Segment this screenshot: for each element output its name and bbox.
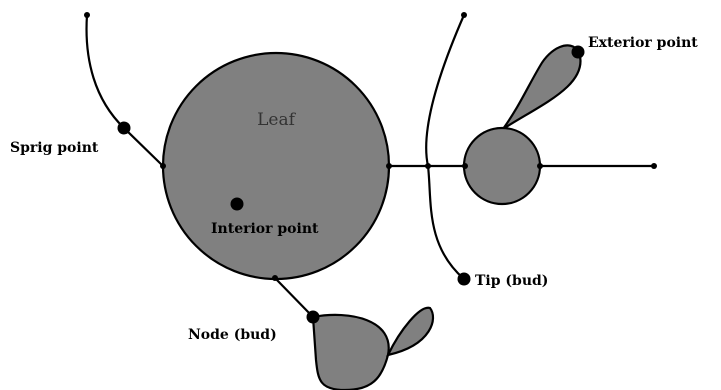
node-bud-marker [306,310,320,324]
dot-sprig-top [84,12,90,18]
dot-right-end [651,163,657,169]
petal-exterior [502,44,582,130]
edge-tip-curve [425,14,466,280]
label-sprig-point: Sprig point [10,140,99,156]
dot-crossing [425,163,431,169]
label-leaf: Leaf [257,110,296,130]
leaf-circle [161,51,391,281]
interior-point-marker [230,197,244,211]
labels: Leaf Sprig point Interior point Exterior… [10,35,698,343]
label-interior-point: Interior point [211,221,319,237]
label-node-bud: Node (bud) [188,327,277,343]
exterior-point-marker [571,45,585,59]
edge-node [274,277,314,318]
tip-bud-marker [457,272,471,286]
sprig-point-marker [117,121,131,135]
dot-leaf-right [386,163,392,169]
junction-dots [84,12,657,281]
key-points [117,45,585,324]
dot-circle-left [462,163,468,169]
dot-tip-top [461,12,467,18]
shapes [161,44,582,390]
dot-circle-right [537,163,543,169]
node-bud-petal [386,306,435,357]
label-tip-bud: Tip (bud) [475,273,548,289]
label-exterior-point: Exterior point [588,35,698,51]
small-circle [462,126,542,206]
dot-leaf-left [160,163,166,169]
dot-leaf-bottom [272,275,278,281]
node-bud-blob [311,313,390,390]
